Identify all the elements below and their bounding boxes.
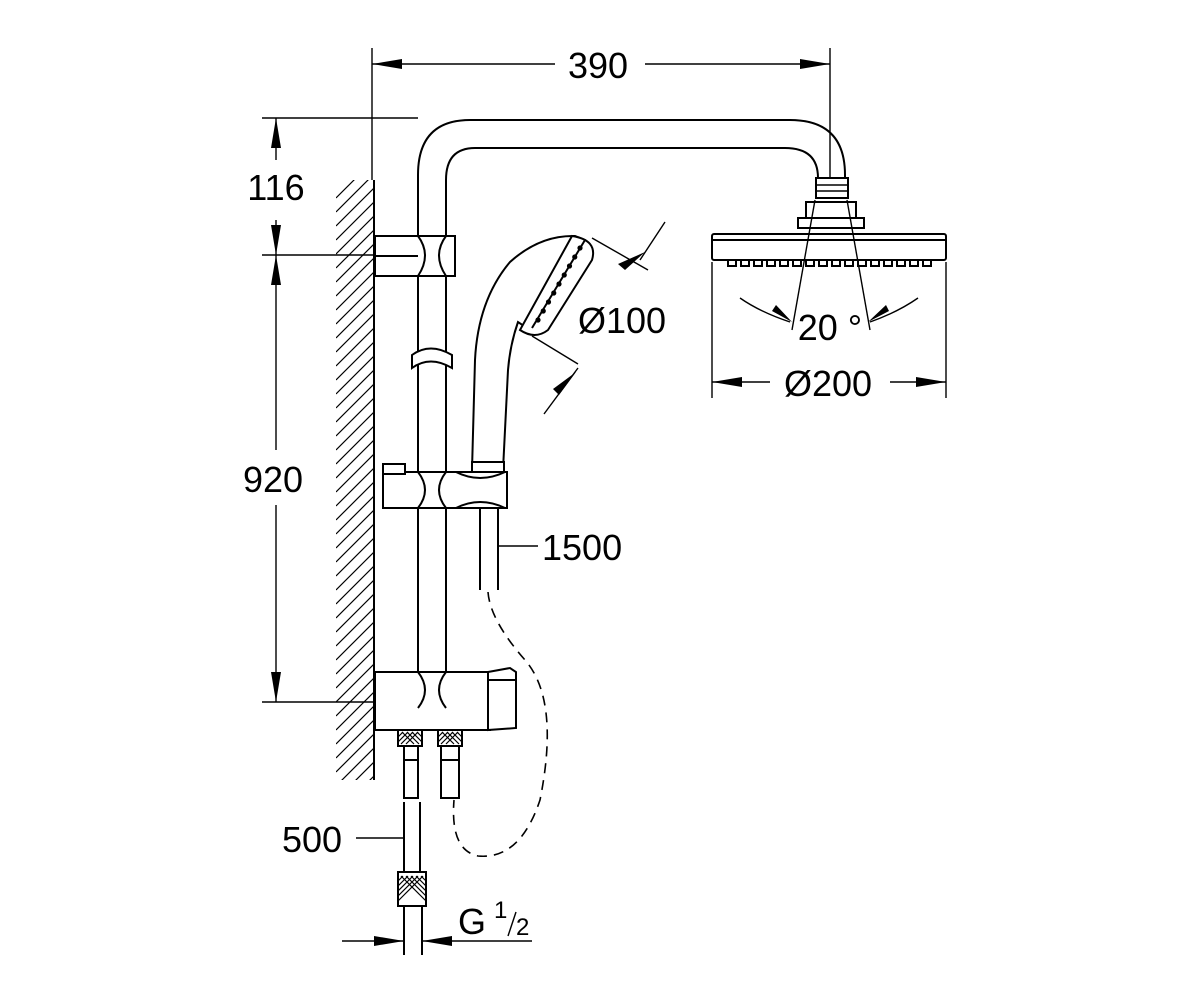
dimension-head-shower-label: Ø200	[784, 363, 872, 404]
slider-holder	[382, 463, 508, 509]
dimension-hand-shower-diameter: Ø100	[531, 221, 666, 415]
thread-denominator: 2	[516, 914, 529, 941]
spray-angle-label: 20 °	[798, 307, 862, 348]
lower-hose-length-label: 500	[282, 819, 342, 860]
hose-length-callout: 1500	[498, 527, 622, 568]
dimension-390-label: 390	[568, 45, 628, 86]
dimension-head-shower-diameter: Ø200	[711, 262, 947, 404]
top-wall-bracket	[374, 235, 456, 277]
lower-connectors	[397, 729, 463, 955]
wall-hatching	[336, 180, 375, 780]
lower-hose-callout: 500	[282, 819, 404, 860]
dimension-920: 920	[243, 255, 374, 703]
riser-pipe	[417, 119, 846, 680]
dimension-920-label: 920	[243, 459, 303, 500]
thread-dimension: G 1 2	[342, 897, 532, 946]
spray-angle-annotation: 20 °	[798, 307, 862, 348]
hand-shower-nozzles	[535, 245, 583, 323]
head-shower-nozzles	[727, 259, 932, 267]
hose-length-label: 1500	[542, 527, 622, 568]
thread-numerator: 1	[494, 897, 507, 924]
dimension-116: 116	[247, 117, 418, 256]
hand-shower-hose	[452, 508, 549, 857]
dimension-116-label: 116	[247, 167, 304, 208]
dimension-390: 390	[371, 45, 831, 180]
head-shower	[711, 177, 947, 267]
thread-label: G	[458, 901, 486, 942]
spray-angle-lines	[739, 199, 919, 331]
hand-shower	[470, 234, 594, 473]
pipe-break-mark	[411, 347, 453, 370]
dimension-hand-shower-label: Ø100	[578, 300, 666, 341]
mixer-body	[374, 666, 517, 732]
